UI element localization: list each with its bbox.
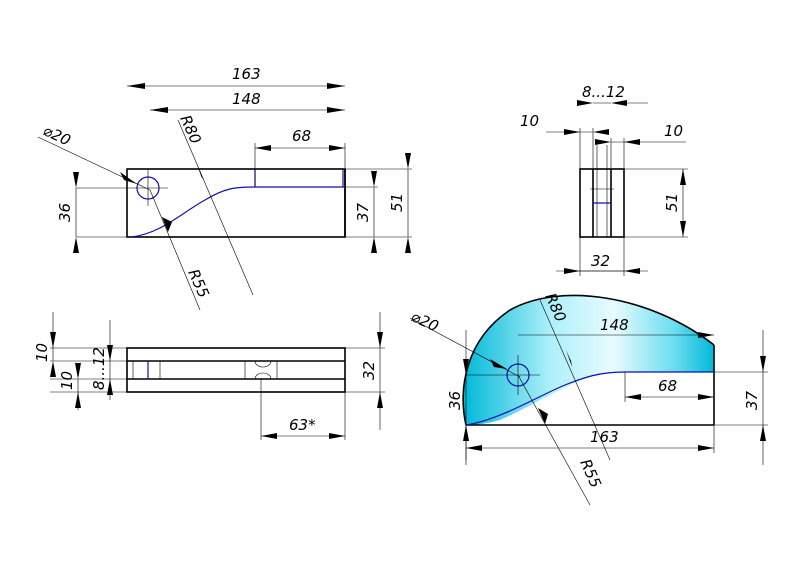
front-dim-163: 163 <box>232 65 261 83</box>
arrow <box>405 237 411 253</box>
arrow <box>595 139 611 145</box>
arrow <box>162 217 172 232</box>
side-dim-10-right: 10 <box>664 122 683 140</box>
arrow <box>50 361 56 377</box>
arrow <box>73 172 79 188</box>
arrow <box>120 172 137 184</box>
front-view-body <box>126 168 346 238</box>
iso-dim-68: 68 <box>658 377 677 395</box>
r55-leader <box>149 189 201 311</box>
arrow <box>75 392 81 408</box>
arrow <box>107 379 113 395</box>
arrow <box>377 392 383 408</box>
front-dim-dia20: ⌀20 <box>40 121 73 149</box>
r80-leader <box>177 119 254 296</box>
arrow <box>680 221 686 237</box>
side-dim-32: 32 <box>591 252 610 270</box>
arrow <box>150 107 168 113</box>
top-dim-32: 32 <box>360 361 378 380</box>
top-dim-10-top: 10 <box>33 343 51 362</box>
side-dim-51: 51 <box>663 193 681 212</box>
arrow <box>405 153 411 169</box>
front-dim-51: 51 <box>388 193 406 212</box>
arrow <box>255 145 271 151</box>
top-dim-63: 63* <box>289 416 316 434</box>
arrow <box>73 237 79 253</box>
arrow <box>463 425 469 441</box>
front-dim-37: 37 <box>354 202 372 222</box>
top-dim-8-12: 8...12 <box>90 347 108 390</box>
front-dim-r80: R80 <box>176 112 204 146</box>
top-view-body <box>126 347 346 393</box>
iso-view-shaded-surface <box>463 295 714 425</box>
iso-dim-163: 163 <box>590 428 619 446</box>
front-dim-68: 68 <box>292 127 311 145</box>
arrow <box>490 359 507 369</box>
front-view-curve <box>130 186 345 238</box>
top-dim-10-bottom: 10 <box>58 371 76 390</box>
arrow <box>760 356 766 372</box>
arrow <box>698 332 714 338</box>
iso-dim-37: 37 <box>743 390 761 410</box>
iso-dim-148: 148 <box>600 316 629 334</box>
side-view-body <box>579 168 625 238</box>
arrow <box>50 332 56 348</box>
arrow <box>261 433 277 439</box>
arrow <box>625 394 641 400</box>
iso-dim-dia20: ⌀20 <box>408 307 441 335</box>
arrow <box>624 139 640 145</box>
r55-leader <box>517 374 591 506</box>
iso-dim-r55: R55 <box>576 456 604 490</box>
arrow <box>564 129 580 135</box>
front-dim-36: 36 <box>56 203 74 222</box>
arrow <box>327 107 345 113</box>
side-dim-8-12: 8...12 <box>582 83 625 101</box>
arrow <box>593 129 609 135</box>
arrow <box>680 169 686 185</box>
iso-dim-36: 36 <box>446 391 464 410</box>
arrow <box>329 433 345 439</box>
arrow <box>463 359 469 375</box>
arrow <box>197 164 204 181</box>
arrow <box>329 145 345 151</box>
arrow <box>466 445 482 451</box>
arrow <box>127 83 145 89</box>
arrow <box>327 83 345 89</box>
front-view: 163 148 68 ⌀20 R80 R55 36 <box>37 65 412 311</box>
side-view: 8...12 10 10 51 32 <box>520 83 688 276</box>
top-view: 10 10 8...12 32 63* <box>33 312 385 440</box>
top-view-notch <box>254 360 272 380</box>
arrow <box>75 363 81 379</box>
arrow <box>698 445 714 451</box>
arrow <box>538 408 548 424</box>
arrow <box>107 345 113 361</box>
r80-leader <box>539 299 611 461</box>
arrow <box>611 100 627 106</box>
arrow <box>698 394 714 400</box>
arrow <box>371 171 377 187</box>
iso-view-top-arc <box>462 294 715 426</box>
arrow <box>577 100 593 106</box>
iso-view: ⌀20 R80 R55 148 68 163 36 <box>408 290 768 506</box>
arrow <box>377 332 383 348</box>
front-dim-148: 148 <box>232 90 261 108</box>
arrow <box>760 425 766 441</box>
arrow <box>371 237 377 253</box>
iso-view-curve <box>465 371 714 426</box>
side-dim-10-left: 10 <box>520 112 539 130</box>
arrow <box>566 350 572 367</box>
